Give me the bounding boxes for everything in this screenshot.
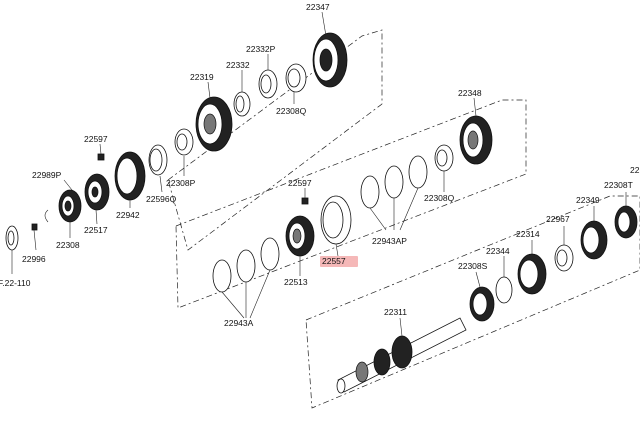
label-22314[interactable]: 22314 [516,229,540,239]
label-22308P[interactable]: 22308P [166,178,196,188]
bearing-22308P[interactable] [174,128,194,156]
label-22996[interactable]: 22996 [22,254,46,264]
sleeve-22942[interactable] [114,151,146,201]
label-22596Q[interactable]: 22596Q [146,194,177,204]
label-22597-left[interactable]: 22597 [84,134,108,144]
label-22943A[interactable]: 22943A [224,318,254,328]
bearing-22308Q-mid[interactable] [434,144,454,172]
highlight-22557 [320,256,358,267]
label-22597-mid[interactable]: 22597 [288,178,312,188]
key-22597-mid[interactable] [301,197,309,205]
shaft-22311[interactable] [336,317,467,394]
bearing-22308S[interactable] [469,286,495,322]
ring-22332[interactable] [233,91,251,117]
label-22347[interactable]: 22347 [306,2,330,12]
gear-22347[interactable] [312,32,348,88]
label-22344[interactable]: 22344 [486,246,510,256]
label-22308Q-mid[interactable]: 22308Q [424,193,455,203]
label-22308S[interactable]: 22308S [458,261,488,271]
label-22348[interactable]: 22348 [458,88,482,98]
label-22308Q-top[interactable]: 22308Q [276,106,307,116]
key-22597-left[interactable] [97,153,105,161]
label-22557[interactable]: 22557 [322,256,346,266]
label-22517[interactable]: 22517 [84,225,108,235]
label-22332[interactable]: 22332 [226,60,250,70]
label-22332P[interactable]: 22332P [246,44,276,54]
label-22989P[interactable]: 22989P [32,170,62,180]
label-22513[interactable]: 22513 [284,277,308,287]
bearing-22308T[interactable] [614,205,638,239]
hub-22517[interactable] [84,173,110,211]
gear-22319[interactable] [195,96,233,152]
label-22311[interactable]: 22311 [384,307,407,317]
ring-22344[interactable] [495,276,513,304]
label-22319[interactable]: 22319 [190,72,214,82]
ring-22557[interactable] [320,195,352,245]
bearing-22308Q-top[interactable] [285,63,307,93]
ring-22332P[interactable] [258,69,278,99]
label-22967[interactable]: 22967 [546,214,570,224]
gear-22349[interactable] [580,220,608,260]
bushing-22967[interactable] [554,244,574,272]
label-22308T[interactable]: 22308T [604,180,633,190]
ring-22596Q[interactable] [148,144,168,176]
gear-22314[interactable] [517,253,547,295]
label-22349[interactable]: 22349 [576,195,600,205]
label-22943AP[interactable]: 22943AP [372,236,407,246]
bearing-22308-left[interactable] [58,189,82,223]
clip-22996[interactable] [31,223,38,231]
rings-22943A[interactable] [212,237,280,293]
label-22942[interactable]: 22942 [116,210,140,220]
label-ref-22-110[interactable]: F.22-110 [0,278,31,288]
gear-22348[interactable] [459,115,493,165]
hub-22513[interactable] [285,215,315,257]
rings-22943AP[interactable] [360,155,428,209]
label-22308-left[interactable]: 22308 [56,240,80,250]
washer-left[interactable] [5,225,19,251]
lower-group-box [305,195,640,409]
snap-ring-left[interactable] [44,209,49,223]
middle-group-box [175,99,527,309]
label-edge-partial: 22 [630,165,640,175]
